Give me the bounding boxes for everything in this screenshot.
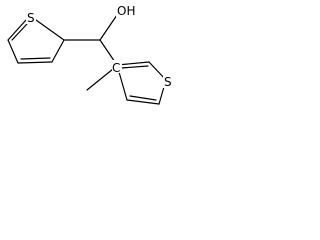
bond-rc1-rc2 [116, 61, 150, 66]
bond-s1-c2 [35, 19, 65, 41]
bond-rc4-rc5 [126, 99, 160, 105]
sulfur-right-bg [163, 74, 173, 88]
left-thiophene-ring [7, 19, 65, 64]
hydroxyl-label: OH [117, 4, 135, 18]
bond-c2-c3 [51, 39, 65, 63]
bond-rc4-rc5-double [129, 95, 157, 101]
bond-rc1-rc2-double [120, 65, 149, 69]
hydroxyl-bg [116, 2, 138, 17]
bond-c5-s1-double [11, 23, 28, 41]
bond-c3-c4 [17, 61, 53, 64]
bond-methyl [86, 68, 114, 91]
sulfur-right-label: S [164, 75, 172, 89]
sulfur-left-bg [26, 10, 36, 24]
bond-c4-c4-double [20, 57, 51, 60]
carbon-center-label: C [112, 61, 120, 75]
sulfur-left-label: S [27, 11, 35, 25]
bond-carbinol-to-oh [99, 14, 118, 41]
bond-c4-c5 [7, 39, 19, 64]
carbon-center-bg [112, 60, 122, 73]
chemical-structure-diagram: S OH C S [7, 2, 173, 105]
bond-c5-s1 [7, 19, 27, 41]
right-thiophene-ring [116, 61, 167, 105]
